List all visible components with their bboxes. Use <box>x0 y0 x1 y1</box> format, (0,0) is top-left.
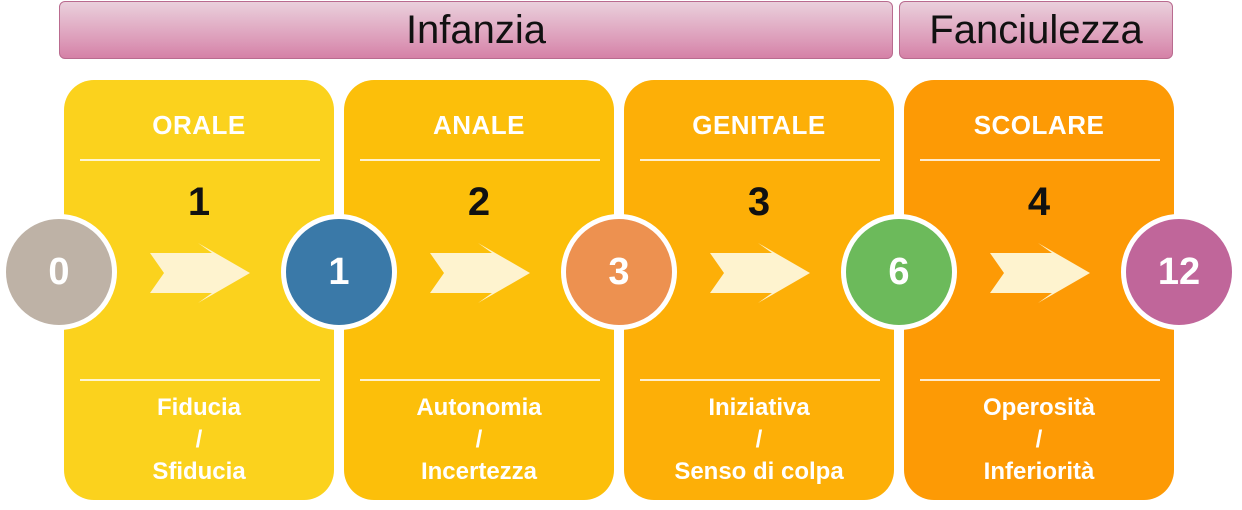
psychosocial-conflict: Iniziativa / Senso di colpa <box>624 392 894 488</box>
period-label: Infanzia <box>405 7 547 52</box>
period-banner-infanzia: Infanzia <box>59 1 893 59</box>
divider <box>360 159 600 161</box>
age-value: 6 <box>888 250 910 293</box>
age-value: 3 <box>608 250 630 293</box>
conflict-separator: / <box>1035 426 1043 453</box>
divider <box>80 159 320 161</box>
conflict-positive: Fiducia <box>156 394 241 421</box>
stage-number: 2 <box>467 180 491 224</box>
divider <box>640 379 880 381</box>
divider <box>920 159 1160 161</box>
conflict-negative: Inferiorità <box>983 458 1095 485</box>
age-milestone-0: 0 <box>1 214 117 330</box>
stage-name: ANALE <box>432 110 526 140</box>
conflict-separator: / <box>195 426 203 453</box>
age-value: 0 <box>48 250 70 293</box>
divider <box>920 379 1160 381</box>
arrow-right-icon <box>710 243 810 303</box>
divider <box>80 379 320 381</box>
stage-name: ORALE <box>152 110 246 140</box>
psychosocial-conflict: Fiducia / Sfiducia <box>64 392 334 488</box>
age-milestone-6: 6 <box>841 214 957 330</box>
conflict-positive: Operosità <box>982 394 1096 421</box>
stage-card-genitale: GENITALE 3 Iniziativa / Senso di colpa <box>624 80 894 500</box>
arrow-right-icon <box>990 243 1090 303</box>
conflict-negative: Senso di colpa <box>674 458 844 485</box>
age-milestone-12: 12 <box>1121 214 1237 330</box>
divider <box>640 159 880 161</box>
period-label: Fanciulezza <box>929 7 1143 52</box>
stage-number: 1 <box>187 180 211 224</box>
conflict-positive: Autonomia <box>416 394 542 421</box>
arrow-right-icon <box>150 243 250 303</box>
age-milestone-1: 1 <box>281 214 397 330</box>
arrow-right-icon <box>430 243 530 303</box>
conflict-negative: Incertezza <box>420 458 538 485</box>
stage-number: 4 <box>1027 180 1051 224</box>
conflict-separator: / <box>755 426 763 453</box>
stage-number: 3 <box>747 180 771 224</box>
conflict-negative: Sfiducia <box>152 458 246 485</box>
psychosocial-conflict: Operosità / Inferiorità <box>904 392 1174 488</box>
age-milestone-3: 3 <box>561 214 677 330</box>
divider <box>360 379 600 381</box>
age-value: 12 <box>1157 250 1201 293</box>
period-banner-fanciulezza: Fanciulezza <box>899 1 1173 59</box>
conflict-separator: / <box>475 426 483 453</box>
conflict-positive: Iniziativa <box>708 394 810 421</box>
stage-name: GENITALE <box>692 110 826 140</box>
age-value: 1 <box>328 250 350 293</box>
psychosocial-conflict: Autonomia / Incertezza <box>344 392 614 488</box>
stage-name: SCOLARE <box>973 110 1105 140</box>
